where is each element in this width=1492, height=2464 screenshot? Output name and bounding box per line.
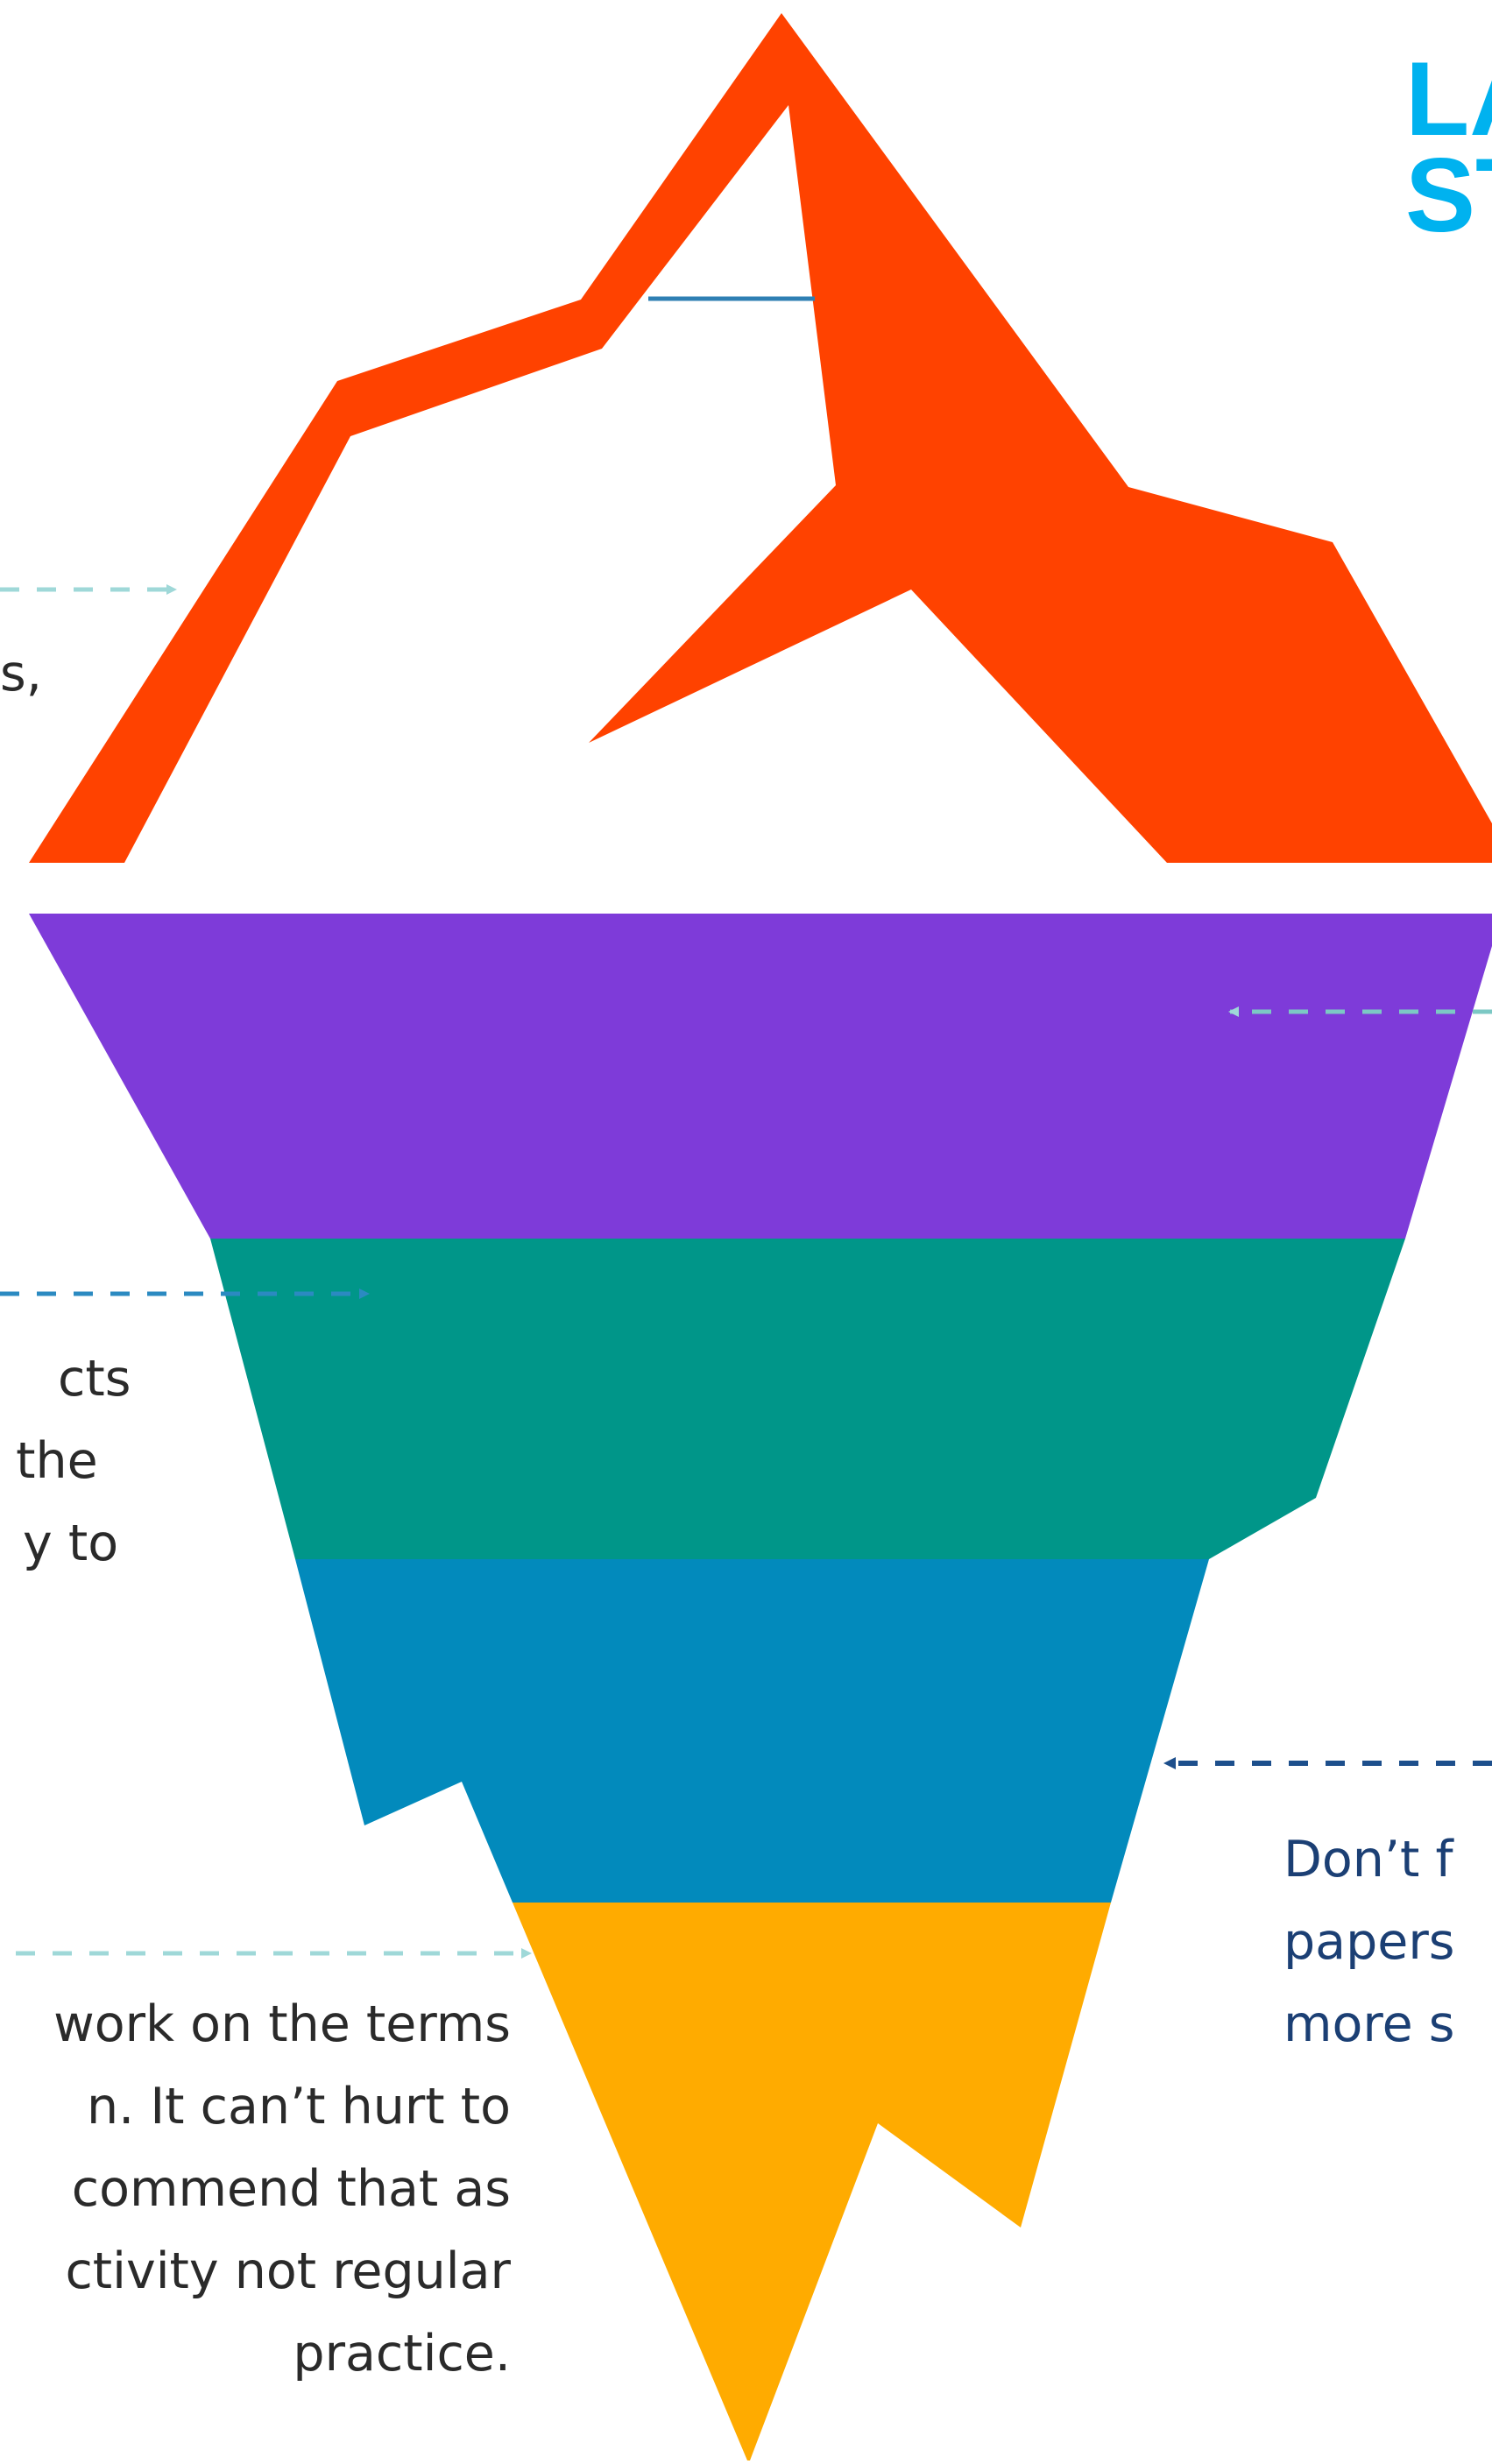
peak-annotation-fragment: s, <box>0 645 42 702</box>
band-blue <box>295 1559 1209 1903</box>
band-purple <box>29 914 1492 1239</box>
teal-annotation-line-1: cts <box>58 1350 131 1408</box>
yellow-annotation-line-3: commend that as <box>71 2160 511 2218</box>
blue-annotation-line-1: Don’t f <box>1283 1831 1453 1889</box>
blue-annotation-line-2: papers <box>1283 1913 1455 1971</box>
yellow-annotation: work on the terms n. It can’t hurt to co… <box>53 1983 511 2395</box>
yellow-annotation-line-2: n. It can’t hurt to <box>87 2078 511 2136</box>
heading-title: LA ST <box>1405 40 1492 254</box>
band-teal <box>210 1239 1405 1559</box>
blue-annotation: Don’t f papers more s <box>1283 1818 1455 2065</box>
yellow-annotation-line-4: ctivity not regular <box>65 2242 511 2300</box>
teal-annotation: cts the y to <box>0 1338 131 1585</box>
yellow-annotation-line-5: practice. <box>293 2325 511 2383</box>
yellow-annotation-line-1: work on the terms <box>53 1995 511 2053</box>
heading-line-2: ST <box>1405 137 1492 254</box>
blue-annotation-line-3: more s <box>1283 1995 1455 2053</box>
heading-line-1: LA <box>1405 40 1492 158</box>
band-yellow <box>513 1903 1111 2460</box>
teal-annotation-line-3: y to <box>23 1514 119 1572</box>
teal-annotation-line-2: the <box>0 1432 98 1490</box>
iceberg-peak <box>29 13 1492 863</box>
